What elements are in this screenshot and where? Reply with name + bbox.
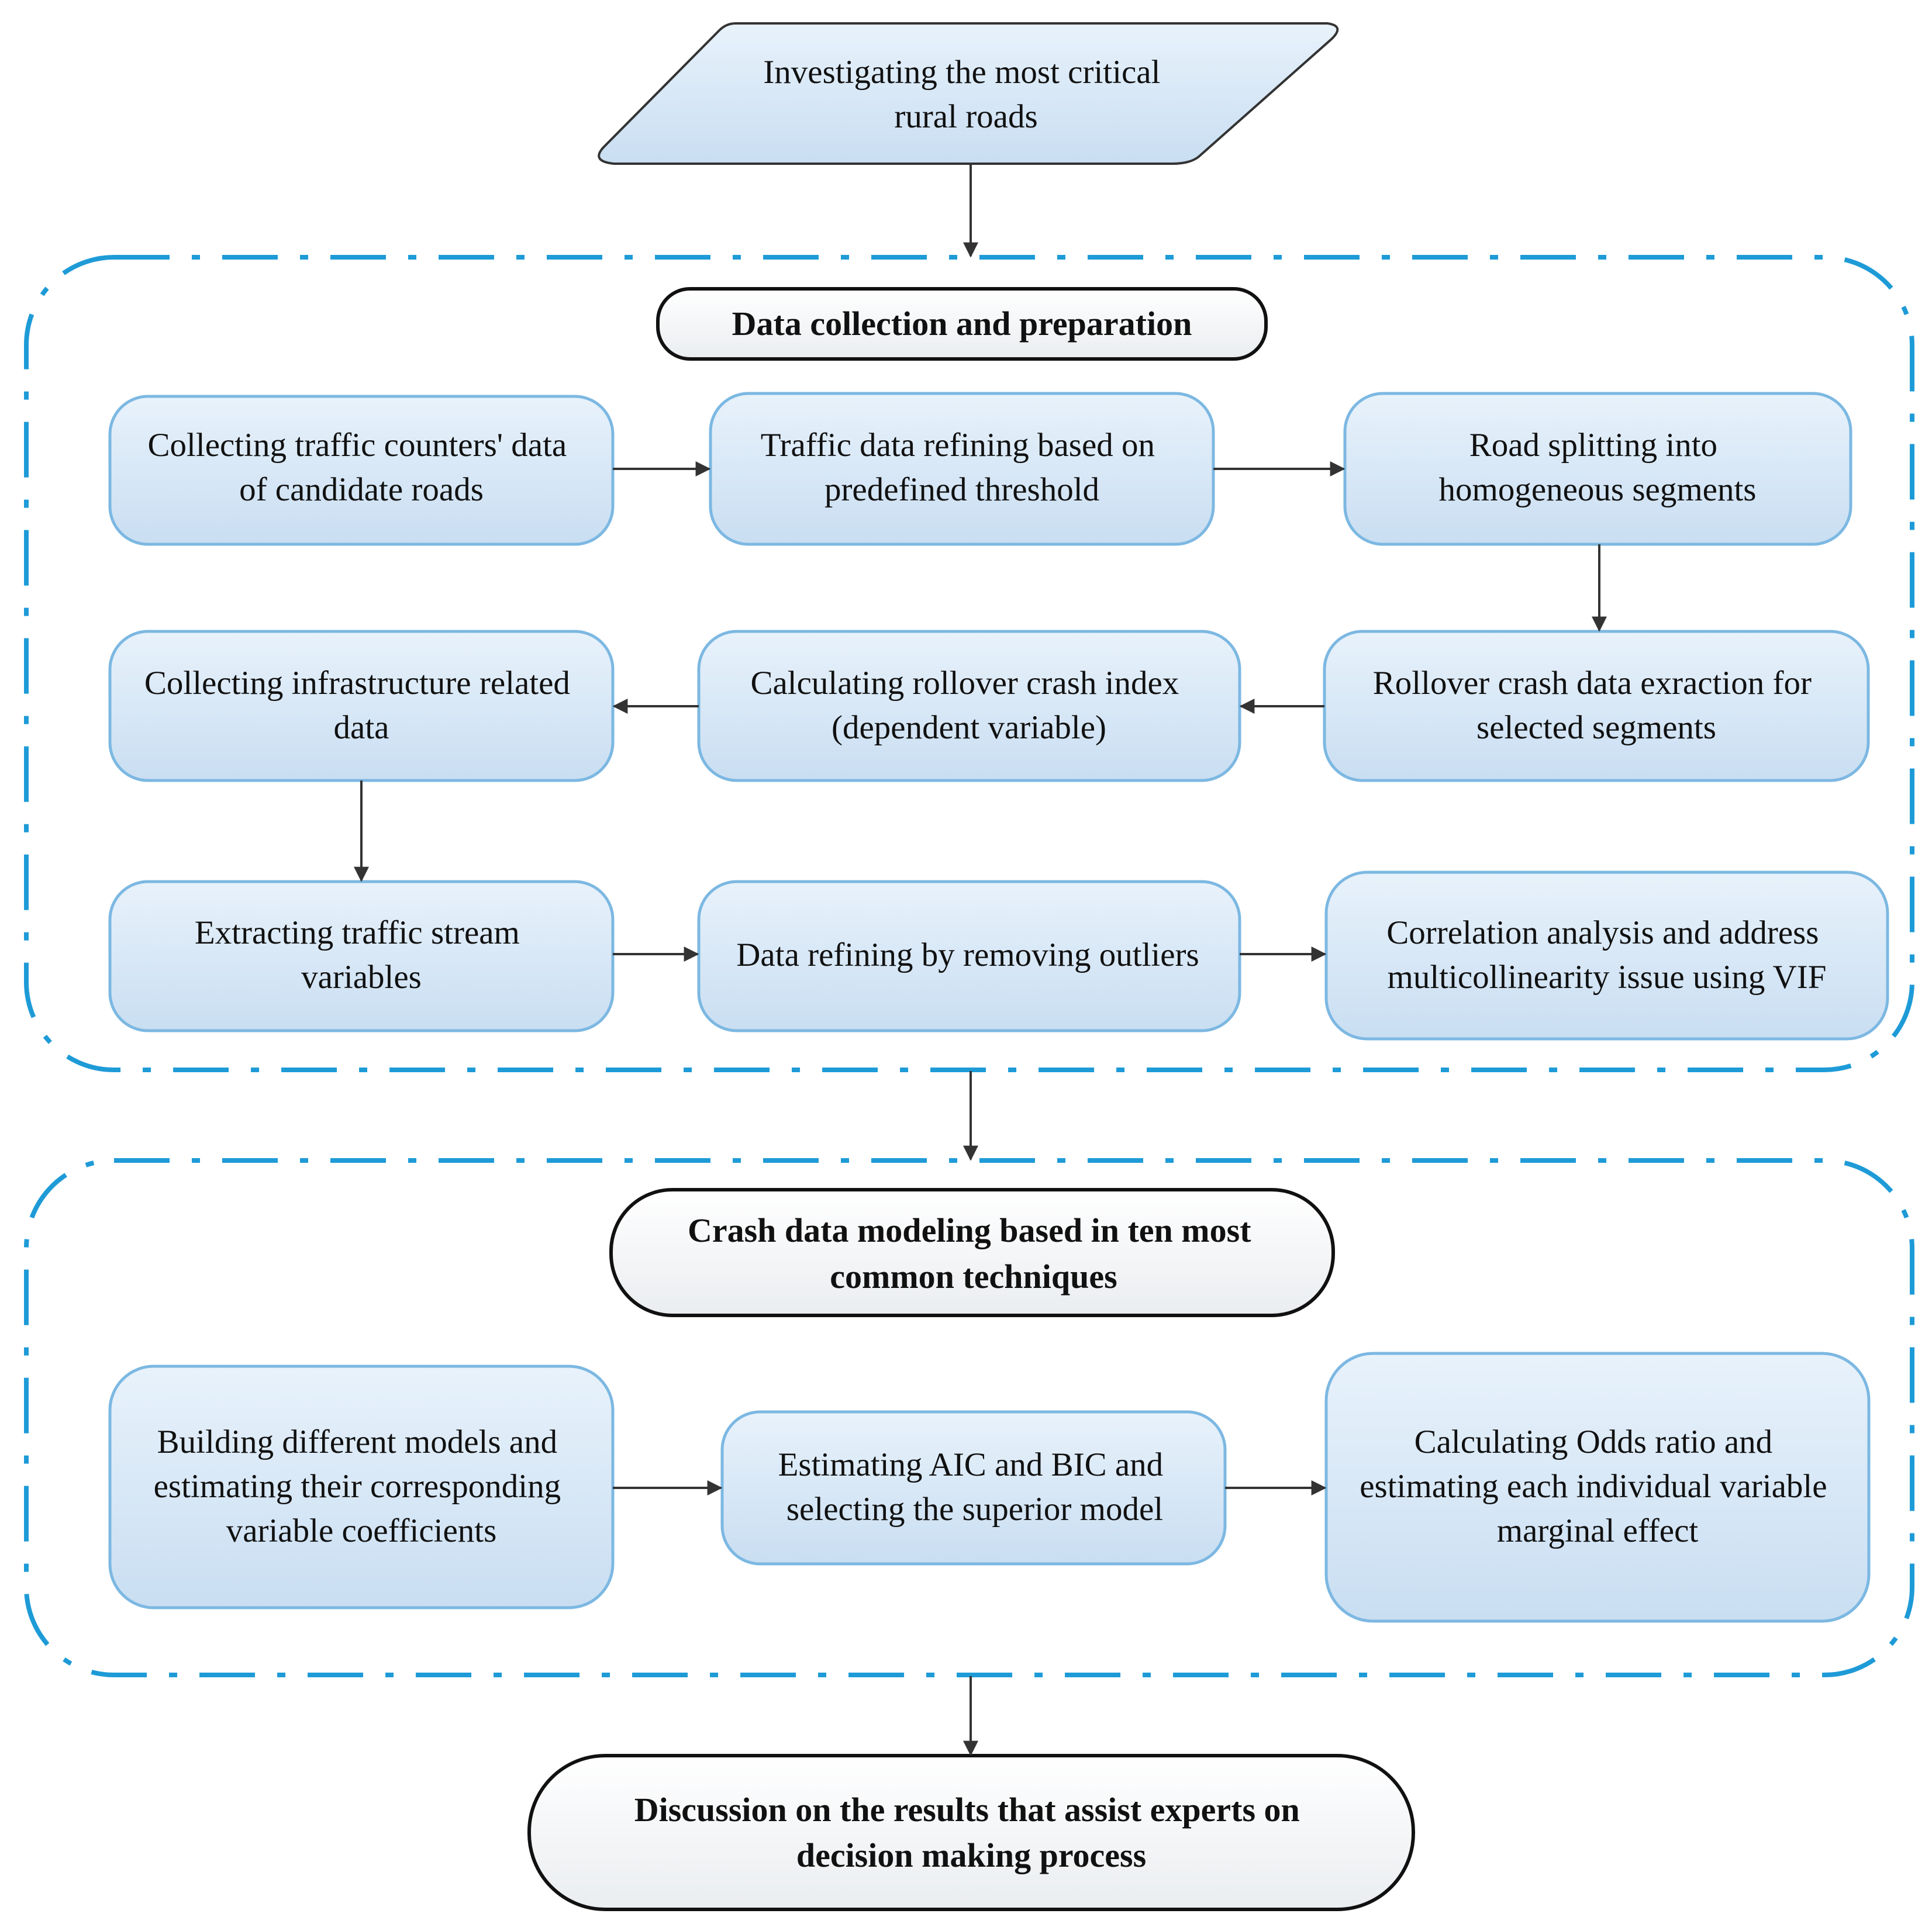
step-s5-line-2: (dependent variable) bbox=[832, 709, 1106, 746]
step-m1-line-2: estimating their corresponding bbox=[154, 1468, 561, 1505]
step-m1-line-1: Building different models and bbox=[157, 1424, 557, 1460]
group-crash-modeling-title-line-2: common techniques bbox=[830, 1258, 1117, 1296]
step-s6-line-2: data bbox=[334, 709, 389, 746]
end-label-line-1: Discussion on the results that assist ex… bbox=[634, 1791, 1300, 1829]
step-m3-label: Calculating Odds ratio and estimating ea… bbox=[1360, 1424, 1836, 1549]
step-s1-line-2: of candidate roads bbox=[239, 471, 484, 508]
end-label-line-2: decision making process bbox=[796, 1836, 1146, 1874]
step-s4-line-1: Rollover crash data exraction for bbox=[1373, 665, 1812, 702]
step-s4-label: Rollover crash data exraction for select… bbox=[1373, 665, 1820, 746]
step-m1-line-3: variable coefficients bbox=[226, 1512, 497, 1549]
step-s8-line-1: Data refining by removing outliers bbox=[736, 937, 1199, 973]
step-traffic-stream-variables: Extracting traffic stream variables bbox=[108, 880, 615, 1032]
step-removing-outliers: Data refining by removing outliers bbox=[697, 880, 1241, 1032]
end-label: Discussion on the results that assist ex… bbox=[634, 1791, 1309, 1874]
step-s7-line-1: Extracting traffic stream bbox=[195, 914, 520, 951]
step-s6-label: Collecting infrastructure related data bbox=[144, 665, 578, 746]
step-m1-label: Building different models and estimating… bbox=[154, 1424, 570, 1549]
step-road-splitting: Road splitting into homogeneous segments bbox=[1343, 392, 1852, 546]
group-crash-modeling-title: Crash data modeling based in ten most co… bbox=[688, 1211, 1260, 1296]
step-s3-line-1: Road splitting into bbox=[1469, 427, 1717, 464]
start-node: Investigating the most critical rural ro… bbox=[598, 22, 1339, 165]
step-s4-line-2: selected segments bbox=[1476, 709, 1716, 746]
step-s3-label: Road splitting into homogeneous segments bbox=[1438, 427, 1756, 508]
step-s2-label: Traffic data refining based on predefine… bbox=[761, 427, 1164, 508]
group-data-collection-border bbox=[24, 255, 1914, 1072]
step-s9-label: Correlation analysis and address multico… bbox=[1386, 914, 1827, 996]
step-m3-line-1: Calculating Odds ratio and bbox=[1414, 1424, 1773, 1460]
step-s5-line-1: Calculating rollover crash index bbox=[750, 665, 1179, 702]
step-s7-line-2: variables bbox=[301, 959, 422, 996]
start-label-line-1: Investigating the most critical bbox=[763, 54, 1160, 91]
step-s2-line-2: predefined threshold bbox=[824, 471, 1099, 508]
step-rollover-crash-index: Calculating rollover crash index (depend… bbox=[697, 630, 1241, 782]
step-m2-line-2: selecting the superior model bbox=[786, 1491, 1163, 1528]
step-s1-label: Collecting traffic counters' data of can… bbox=[148, 427, 575, 508]
step-rollover-crash-extraction: Rollover crash data exraction for select… bbox=[1323, 630, 1870, 782]
start-label-line-2: rural roads bbox=[894, 98, 1037, 135]
step-correlation-analysis: Correlation analysis and address multico… bbox=[1324, 871, 1889, 1041]
step-s9-line-1: Correlation analysis and address bbox=[1386, 914, 1819, 951]
step-m2-line-1: Estimating AIC and BIC and bbox=[778, 1446, 1164, 1483]
step-building-models: Building different models and estimating… bbox=[108, 1365, 615, 1609]
step-collecting-traffic-counters: Collecting traffic counters' data of can… bbox=[108, 395, 615, 546]
step-s1-line-1: Collecting traffic counters' data bbox=[148, 427, 567, 464]
step-s5-label: Calculating rollover crash index (depend… bbox=[750, 665, 1187, 746]
step-s7-label: Extracting traffic stream variables bbox=[195, 914, 528, 996]
connectors bbox=[354, 165, 1607, 1756]
step-m3-line-2: estimating each individual variable bbox=[1360, 1468, 1827, 1505]
step-m3-line-3: marginal effect bbox=[1497, 1512, 1699, 1549]
step-s3-line-2: homogeneous segments bbox=[1438, 471, 1756, 508]
step-m2-label: Estimating AIC and BIC and selecting the… bbox=[778, 1446, 1172, 1528]
group-data-collection-header: Data collection and preparation bbox=[656, 287, 1268, 361]
group-crash-modeling-header: Crash data modeling based in ten most co… bbox=[609, 1188, 1335, 1317]
step-traffic-data-refining: Traffic data refining based on predefine… bbox=[709, 392, 1215, 546]
end-node: Discussion on the results that assist ex… bbox=[527, 1754, 1415, 1911]
group-crash-modeling-title-line-1: Crash data modeling based in ten most bbox=[688, 1211, 1251, 1249]
group-data-collection-title: Data collection and preparation bbox=[732, 305, 1192, 343]
step-s9-line-2: multicollinearity issue using VIF bbox=[1388, 959, 1827, 996]
step-s8-label: Data refining by removing outliers bbox=[736, 937, 1199, 973]
start-label: Investigating the most critical rural ro… bbox=[763, 54, 1168, 135]
group-crash-modeling-border bbox=[24, 1158, 1914, 1677]
step-aic-bic: Estimating AIC and BIC and selecting the… bbox=[720, 1410, 1227, 1566]
step-infrastructure-data: Collecting infrastructure related data bbox=[108, 630, 615, 782]
step-odds-ratio: Calculating Odds ratio and estimating ea… bbox=[1324, 1352, 1871, 1623]
step-s6-line-1: Collecting infrastructure related bbox=[144, 665, 570, 702]
step-s2-line-1: Traffic data refining based on bbox=[761, 427, 1155, 464]
